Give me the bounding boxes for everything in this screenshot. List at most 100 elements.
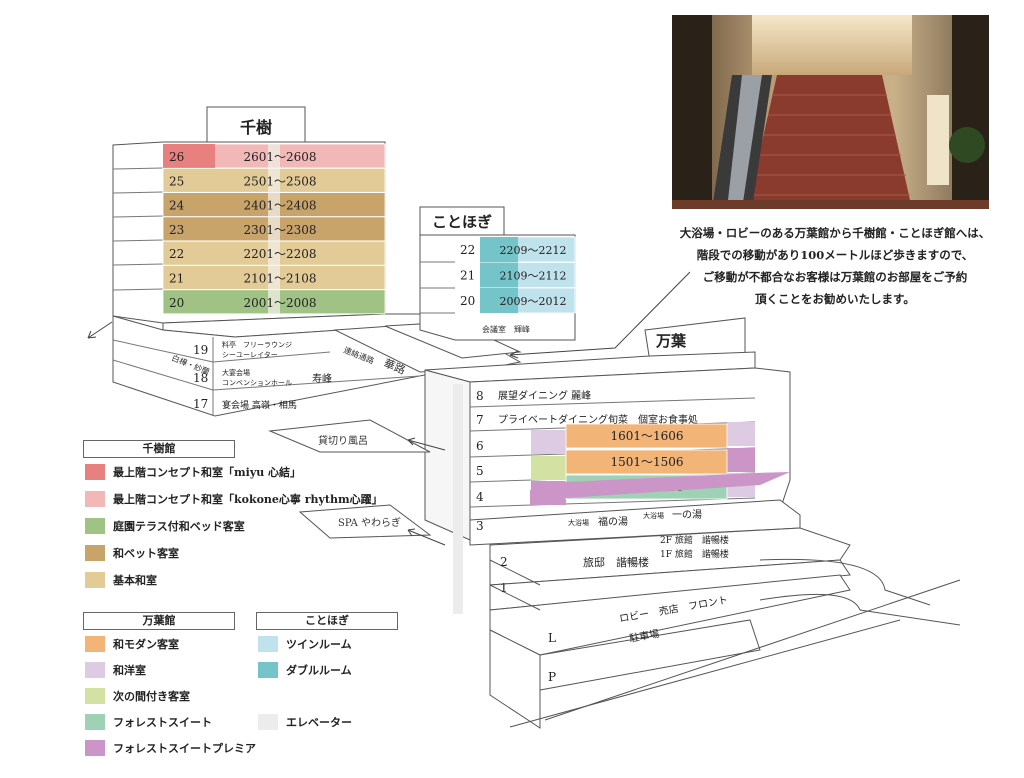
legend-item: 和ベット客室 bbox=[85, 544, 179, 562]
senju-floor-number: 22 bbox=[169, 247, 184, 261]
senju-floor-number: 17 bbox=[193, 397, 208, 411]
manyo-floor-number: 2 bbox=[500, 555, 508, 569]
legend-label: 和ベット客室 bbox=[113, 547, 179, 560]
note-line-3: ご移動が不都合なお客様は万葉館のお部屋をご予約 bbox=[702, 270, 968, 284]
legend-kotohogi-title: ことほぎ bbox=[256, 612, 398, 630]
kotohogi-floor-21: 21 2109～2112 bbox=[460, 262, 576, 288]
manyo-podium bbox=[469, 499, 851, 729]
manyo-floor-2-sub: 1F 旅館 諧暢楼 bbox=[660, 548, 729, 560]
senju-floor-number: 24 bbox=[169, 199, 185, 213]
legend-swatch bbox=[85, 545, 105, 561]
legend-item: 最上階コンセプト和室「miyu 心結」 bbox=[85, 463, 301, 481]
kotohogi-double-block bbox=[480, 237, 518, 262]
manyo-floor-number: 6 bbox=[476, 439, 484, 453]
legend-label: 次の間付き客室 bbox=[113, 690, 190, 703]
senju-roof bbox=[206, 106, 306, 143]
manyo-side-block-right bbox=[727, 422, 755, 446]
legend-label: 和洋室 bbox=[113, 664, 146, 677]
senju-floor-number: 26 bbox=[169, 150, 184, 164]
senju-lower-text: 大宴会場 bbox=[222, 368, 250, 377]
arrows bbox=[87, 271, 691, 546]
legend-label: 基本和室 bbox=[113, 574, 157, 587]
manyo-floor-number: 5 bbox=[476, 464, 484, 478]
legend-senju-title: 千樹館 bbox=[83, 440, 235, 458]
spa-block bbox=[298, 504, 432, 539]
senju-corner-block bbox=[163, 144, 215, 168]
senju-room-range: 2601～2608 bbox=[243, 150, 316, 164]
lobby-photo-image bbox=[672, 15, 989, 209]
legend-label: フォレストスイートプレミア bbox=[113, 742, 256, 755]
legend-label: エレベーター bbox=[286, 716, 352, 729]
legend-label: 庭園テラス付和ベッド客室 bbox=[113, 520, 245, 533]
legend-label: ツインルーム bbox=[286, 638, 352, 651]
senju-floor-26: 26 2601～2608 bbox=[162, 143, 386, 169]
legend-swatch bbox=[258, 662, 278, 678]
senju-elevator bbox=[268, 192, 280, 217]
legend-swatch bbox=[85, 491, 105, 507]
legend-label: ダブルルーム bbox=[286, 664, 352, 677]
senju-room-range: 2301～2308 bbox=[243, 223, 316, 237]
legend-swatch bbox=[85, 572, 105, 588]
senju-elevator bbox=[268, 289, 280, 314]
manyo-room-range: 1501～1506 bbox=[610, 455, 683, 469]
arrow-spa bbox=[407, 529, 446, 546]
legend-item: エレベーター bbox=[258, 713, 352, 731]
manyo-title: 万葉 bbox=[655, 332, 687, 350]
legend-swatch bbox=[258, 714, 278, 730]
manyo-bath-small: 大浴場 bbox=[643, 511, 664, 520]
spa-label: SPA やわらぎ bbox=[338, 516, 401, 529]
kashikiri-bath bbox=[268, 419, 431, 453]
manyo-floor-number: 3 bbox=[476, 519, 484, 533]
legend-item: 次の間付き客室 bbox=[85, 687, 190, 705]
access-note: 大浴場・ロビーのある万葉館から千樹館・ことほぎ館へは、 階段での移動があり100… bbox=[655, 222, 1015, 310]
kotohogi-double-block bbox=[480, 262, 518, 288]
legend-label: 最上階コンセプト和室「kokone心寧 rhythm心躍」 bbox=[113, 493, 383, 506]
kotohogi-room-range: 2209～2212 bbox=[500, 244, 567, 257]
kotohogi-floor-number: 21 bbox=[460, 269, 475, 283]
manyo-side-block-left bbox=[531, 430, 566, 454]
senju-elevator bbox=[268, 216, 280, 241]
legend-swatch bbox=[85, 662, 105, 678]
manyo-floor-5-rooms: 1501～1506 bbox=[531, 448, 755, 480]
manyo-room-block bbox=[565, 449, 728, 475]
manyo-floor-number: P bbox=[548, 670, 556, 684]
senju-lower-text: シーユーレイター bbox=[222, 350, 278, 359]
legend-swatch bbox=[85, 518, 105, 534]
manyo-floor-number: 1 bbox=[500, 581, 508, 595]
legend-item: 最上階コンセプト和室「kokone心寧 rhythm心躍」 bbox=[85, 490, 383, 508]
legend-label: 最上階コンセプト和室「miyu 心結」 bbox=[113, 466, 302, 479]
manyo-floor-number: 8 bbox=[476, 389, 484, 403]
legend-item: 基本和室 bbox=[85, 571, 157, 589]
senju-elevator bbox=[268, 168, 280, 193]
legend-manyo-title: 万葉館 bbox=[83, 612, 235, 630]
kotohogi-floor-number: 22 bbox=[460, 243, 475, 257]
note-line-1: 大浴場・ロビーのある万葉館から千樹館・ことほぎ館へは、 bbox=[679, 226, 991, 240]
arrow-note bbox=[509, 271, 691, 356]
senju-floor-number: 19 bbox=[193, 343, 208, 357]
senju-room-range: 2401～2408 bbox=[243, 199, 316, 213]
manyo-bath-name: 福の湯 bbox=[598, 515, 628, 528]
senju-lower-text: コンベンションホール bbox=[222, 379, 292, 387]
kotohogi-room-range: 2109～2112 bbox=[500, 270, 567, 283]
senju-elevator bbox=[268, 144, 280, 168]
manyo-room-range: 1601～1606 bbox=[610, 429, 683, 443]
legend-swatch bbox=[85, 636, 105, 652]
manyo-side-block-left bbox=[531, 456, 566, 480]
manyo-side-block-right bbox=[727, 448, 755, 472]
senju-lower-text: 宴会場 高嶺・相馬 bbox=[222, 399, 297, 411]
senju-room-range: 2001～2008 bbox=[243, 296, 316, 310]
manyo-floor-8-text: 展望ダイニング 麗峰 bbox=[498, 389, 591, 402]
senju-floor-number: 23 bbox=[169, 223, 184, 237]
manyo-room-block bbox=[565, 423, 728, 449]
kotohogi-double-block bbox=[480, 288, 518, 313]
parking-ramp bbox=[509, 558, 961, 728]
